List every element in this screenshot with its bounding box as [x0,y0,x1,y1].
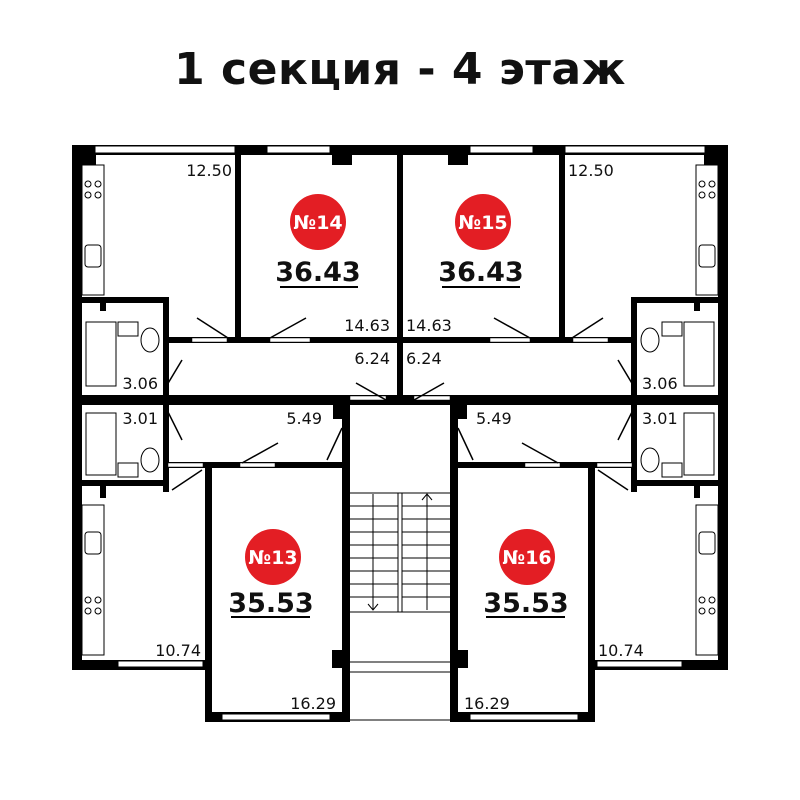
room-area-label: 3.01 [642,409,678,428]
page-title: 1 секция - 4 этаж [174,44,626,95]
room-area-label: 5.49 [286,409,322,428]
right-wing-walls [396,144,729,723]
room-area-label: 3.01 [122,409,158,428]
apartment-total-area: 36.43 [438,257,523,288]
staircase [350,492,450,721]
room-area-label: 16.29 [290,694,336,713]
apartment-total-area: 35.53 [483,588,568,619]
room-area-label: 10.74 [155,641,201,660]
apartment-total-area: 35.53 [228,588,313,619]
apartment-13-badge[interactable]: №13 35.53 [228,529,314,619]
room-area-label: 14.63 [344,316,390,335]
room-area-label: 10.74 [598,641,644,660]
room-area-label: 3.06 [122,374,158,393]
apartment-16-badge[interactable]: №16 35.53 [483,529,569,619]
room-area-label: 12.50 [186,161,232,180]
left-wing-walls [71,144,404,723]
room-area-label: 5.49 [476,409,512,428]
apartment-number: №14 [293,212,342,234]
apartment-14-badge[interactable]: №14 36.43 [275,194,361,288]
apartment-number: №13 [248,547,297,569]
room-area-label: 12.50 [568,161,614,180]
room-area-label: 16.29 [464,694,510,713]
apartment-15-badge[interactable]: №15 36.43 [438,194,524,288]
room-areas: 12.50 12.50 14.63 14.63 6.24 6.24 3.06 3… [122,161,677,713]
room-area-label: 6.24 [354,349,390,368]
room-area-label: 14.63 [406,316,452,335]
apartment-total-area: 36.43 [275,257,360,288]
apartment-number: №15 [458,212,507,234]
room-area-label: 3.06 [642,374,678,393]
room-area-label: 6.24 [406,349,442,368]
apartment-number: №16 [502,547,551,569]
